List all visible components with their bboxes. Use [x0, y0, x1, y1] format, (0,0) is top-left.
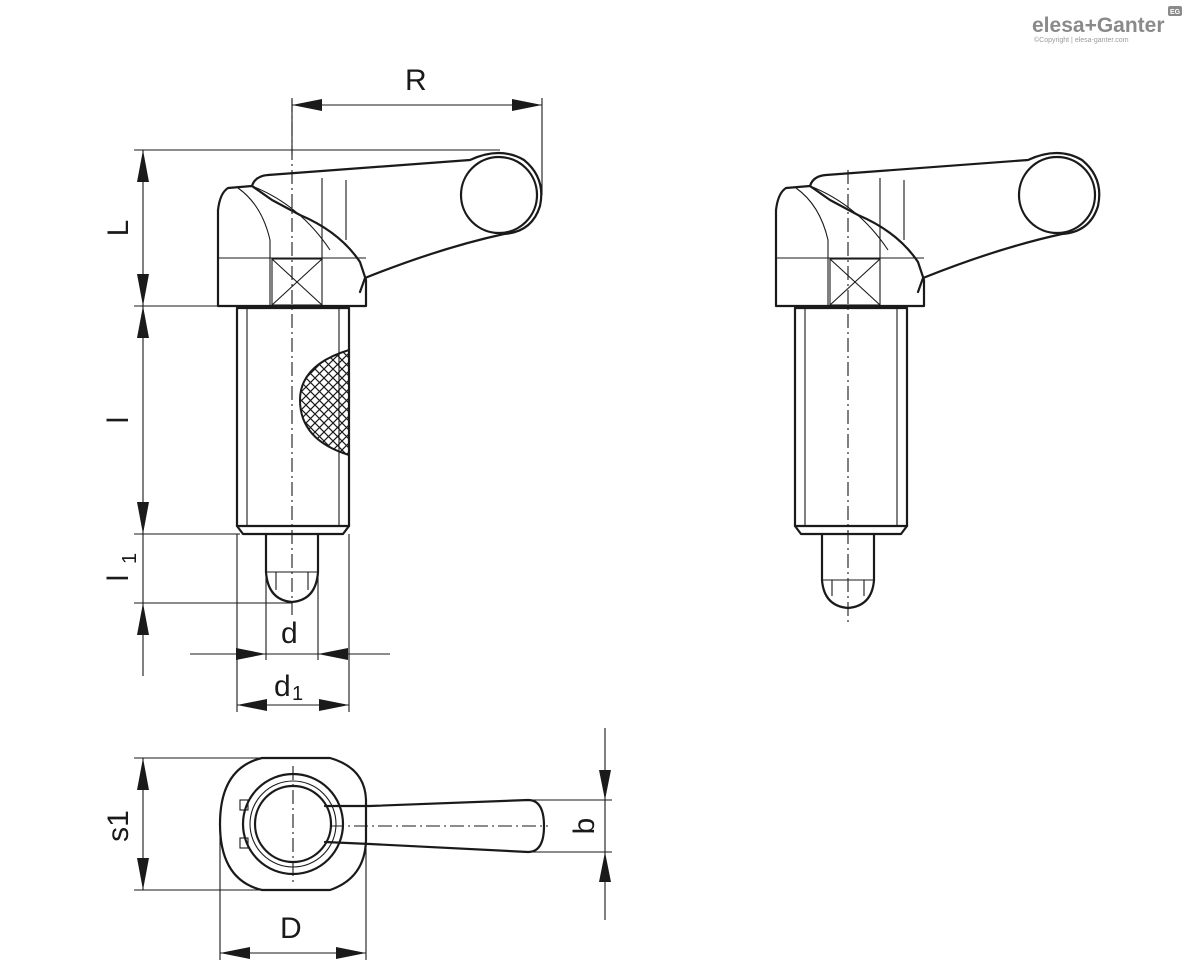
label-d1: d — [274, 670, 291, 703]
cam-head-outline-2 — [774, 184, 926, 308]
label-L: L — [102, 220, 135, 237]
knurled-lock — [298, 348, 350, 457]
label-d: d — [281, 617, 298, 650]
top-view — [218, 756, 548, 892]
lever-grip-hole — [459, 155, 539, 235]
svg-text:©Copyright | elesa-ganter.com: ©Copyright | elesa-ganter.com — [1034, 36, 1129, 44]
dimension-labels: R L l l 1 d d 1 s1 b D — [102, 64, 601, 945]
lever-grip-hole-2 — [1017, 155, 1097, 235]
lever-arm-outline-2 — [808, 151, 1101, 294]
front-view — [216, 98, 543, 615]
cam-head-outline — [216, 184, 368, 308]
elesa-ganter-logo: elesa+Ganter EG ©Copyright | elesa-gante… — [1032, 6, 1182, 44]
label-s1: s1 — [102, 810, 135, 842]
label-D: D — [280, 912, 302, 945]
svg-text:elesa+Ganter: elesa+Ganter — [1032, 14, 1165, 37]
side-view — [774, 151, 1101, 622]
svg-text:EG: EG — [1170, 9, 1181, 16]
label-R: R — [405, 64, 427, 97]
dimension-lines — [134, 98, 612, 960]
top-head-outline — [218, 756, 368, 892]
label-l1: l — [102, 575, 135, 582]
label-b: b — [568, 818, 601, 835]
lever-arm-outline — [250, 151, 543, 294]
label-l: l — [102, 417, 135, 424]
label-l1-subscript: 1 — [119, 553, 141, 564]
threaded-body-2 — [793, 306, 909, 528]
label-d1-subscript: 1 — [292, 683, 303, 705]
